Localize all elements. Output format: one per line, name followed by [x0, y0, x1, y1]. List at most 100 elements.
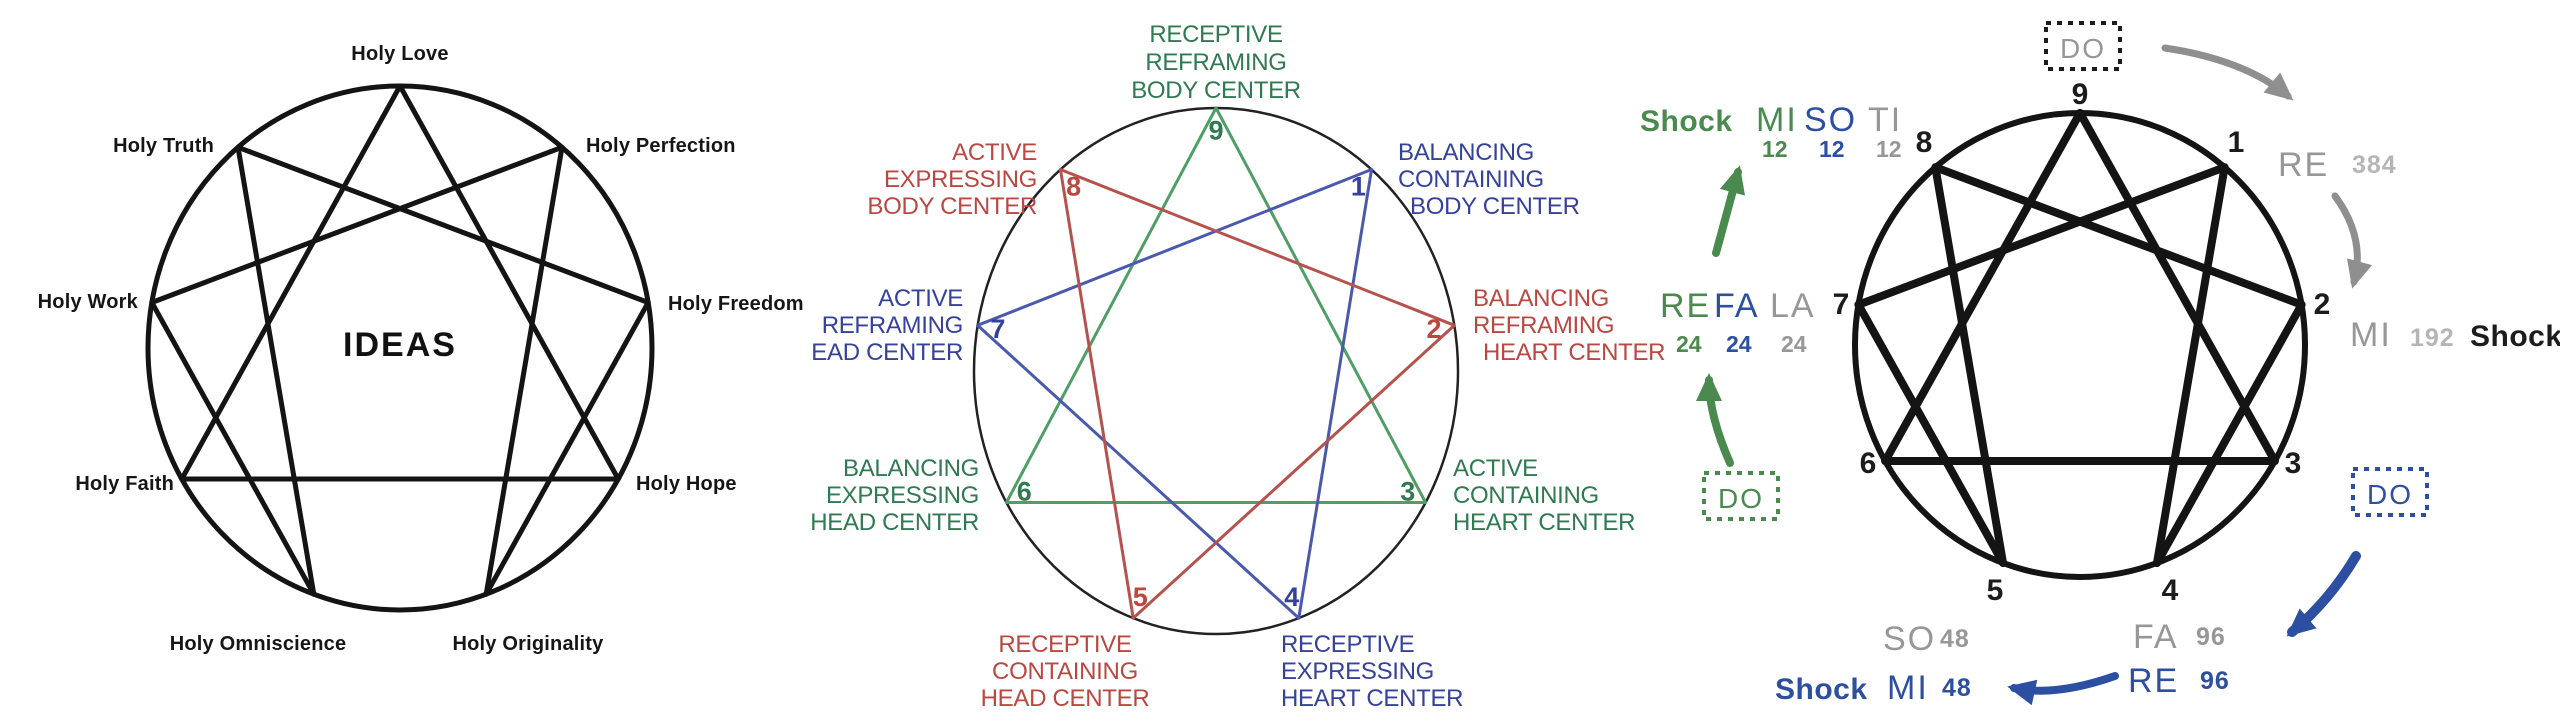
do-box-border — [1702, 471, 1780, 521]
flow-arrow — [2161, 44, 2294, 101]
note-mi-192-value: 192 — [2410, 324, 2455, 352]
centers-point-label-3: HEART CENTER — [1453, 509, 1635, 536]
enneagram-line — [2076, 109, 2279, 465]
enneagram-line — [1058, 168, 1456, 327]
centers-point-label-3: CONTAINING — [1453, 482, 1599, 509]
do-box-border — [2351, 467, 2429, 517]
centers-point-number-7: 7 — [990, 314, 1005, 344]
centers-point-label-1: BODY CENTER — [1410, 193, 1580, 220]
enneagram-line — [235, 144, 317, 597]
shock-label-bottom: Shock — [1775, 673, 1868, 706]
enneagram-line — [483, 300, 651, 597]
enneagram-line — [976, 168, 1374, 327]
do-box-border — [2044, 21, 2122, 71]
note-so-48: SO — [1883, 620, 1936, 658]
enneagram-line — [1854, 163, 2229, 309]
octave-point-number-6: 6 — [1860, 447, 1877, 480]
do-box-left: DO — [1702, 471, 1780, 521]
octave-point-number-4: 4 — [2162, 574, 2179, 607]
centers-point-label-8: BODY CENTER — [867, 193, 1037, 220]
octave-point-number-7: 7 — [1833, 288, 1850, 321]
ideas-point-label-8: Holy Truth — [113, 135, 214, 157]
ideas-point-label-4: Holy Originality — [452, 633, 604, 655]
octave-point-number-1: 1 — [2228, 126, 2245, 159]
note-re-24-value: 24 — [1676, 331, 1702, 357]
shock-label-left: Shock — [1640, 105, 1733, 138]
octave-point-number-8: 8 — [1916, 126, 1933, 159]
flow-arrow — [2007, 672, 2119, 706]
enneagram-line — [1854, 300, 2008, 568]
note-re-384-value: 384 — [2352, 151, 2397, 179]
do-box-label-right: DO — [2367, 479, 2413, 510]
centers-point-label-3: ACTIVE — [1453, 455, 1538, 482]
note-re-96: RE — [2128, 662, 2179, 700]
flow-arrow — [2331, 192, 2373, 289]
centers-point-label-5: HEAD CENTER — [981, 685, 1150, 712]
enneagram-line — [1931, 163, 2008, 568]
ideas-point-label-7: Holy Work — [38, 291, 139, 313]
centers-point-label-9: RECEPTIVE — [1149, 21, 1282, 48]
enneagram-line — [1004, 106, 1218, 504]
do-box-right: DO — [2351, 467, 2429, 517]
centers-point-label-4: HEART CENTER — [1281, 685, 1463, 712]
centers-point-label-7: ACTIVE — [878, 285, 963, 312]
centers-point-label-5: RECEPTIVE — [998, 631, 1131, 658]
centers-point-label-2: HEART CENTER — [1483, 339, 1665, 366]
note-so-12: SO — [1804, 101, 1857, 139]
centers-point-number-2: 2 — [1427, 314, 1442, 344]
note-mi-192: MI — [2350, 316, 2392, 354]
note-re-96-value: 96 — [2200, 667, 2230, 695]
centers-circle — [972, 106, 1460, 636]
flow-arrow — [1712, 165, 1746, 257]
centers-point-number-9: 9 — [1208, 115, 1223, 145]
enneagram-line — [1297, 168, 1374, 620]
centers-point-number-4: 4 — [1284, 582, 1299, 612]
flow-arrow — [1696, 373, 1734, 467]
ideas-point-label-2: Holy Freedom — [668, 293, 804, 315]
centers-point-label-9: BODY CENTER — [1131, 77, 1301, 104]
enneagram-line — [1131, 323, 1456, 620]
note-la-24: LA — [1770, 287, 1816, 325]
note-la-24-value: 24 — [1781, 331, 1807, 357]
centers-point-number-6: 6 — [1017, 476, 1032, 506]
shock-label-right: Shock — [2470, 320, 2560, 353]
centers-point-label-6: BALANCING — [843, 455, 979, 482]
enneagram-line — [1881, 109, 2084, 465]
note-ti-12: TI — [1868, 101, 1902, 139]
note-fa-96-value: 96 — [2196, 623, 2226, 651]
note-ti-12-value: 12 — [1876, 136, 1902, 162]
do-box-label-top: DO — [2060, 33, 2106, 64]
centers-point-label-2: REFRAMING — [1473, 312, 1614, 339]
centers-point-label-2: BALANCING — [1473, 285, 1609, 312]
centers-point-label-9: REFRAMING — [1145, 49, 1286, 76]
centers-point-number-5: 5 — [1133, 582, 1148, 612]
note-mi-48-value: 48 — [1942, 674, 1972, 702]
enneagram-line — [149, 300, 317, 597]
enneagram-line — [235, 144, 651, 306]
note-so-48-value: 48 — [1940, 625, 1970, 653]
enneagram-line — [976, 323, 1301, 620]
centers-point-label-4: EXPRESSING — [1281, 658, 1434, 685]
note-fa-24: FA — [1714, 287, 1760, 325]
centers-point-label-8: ACTIVE — [952, 139, 1037, 166]
ideas-point-label-9: Holy Love — [351, 43, 448, 65]
enneagram-line — [1214, 106, 1428, 504]
flow-arrow — [2286, 551, 2361, 637]
ideas-title: IDEAS — [343, 326, 457, 364]
note-mi-48: MI — [1887, 669, 1929, 707]
ideas-point-label-3: Holy Hope — [636, 473, 737, 495]
centers-point-label-8: EXPRESSING — [884, 166, 1037, 193]
centers-point-label-1: BALANCING — [1398, 139, 1534, 166]
note-re-24: RE — [1660, 287, 1711, 325]
octave-circle — [1852, 110, 2308, 580]
centers-point-label-4: RECEPTIVE — [1281, 631, 1414, 658]
octave-point-number-2: 2 — [2314, 288, 2331, 321]
centers-point-label-6: HEAD CENTER — [810, 509, 979, 536]
enneagram-line — [179, 83, 403, 482]
enneagram-line — [1058, 168, 1135, 620]
enneagram-line — [2152, 163, 2229, 568]
